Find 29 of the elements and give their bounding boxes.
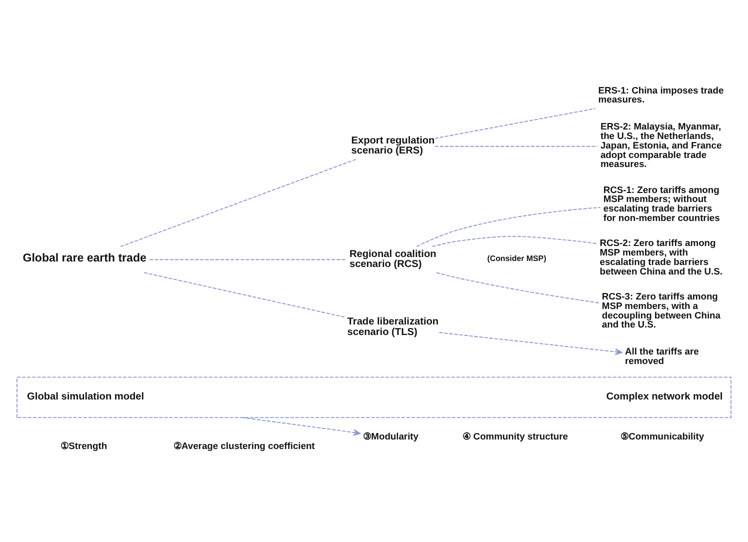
node-text: RCS-3: Zero tariffs among MSP members, with a decoupling between China and the U.S. bbox=[602, 291, 720, 330]
node-text: ERS-1: China imposes trade measures. bbox=[598, 84, 724, 104]
connector bbox=[144, 272, 345, 318]
node-text: RCS-1: Zero tariffs among MSP members; without escalating trade barriers for non-member countries bbox=[603, 184, 720, 222]
node-text: ③Modularity bbox=[363, 430, 419, 441]
node-text: ④ Community structure bbox=[462, 430, 568, 441]
connector bbox=[149, 258, 348, 260]
node-text: Global rare earth trade bbox=[22, 252, 146, 264]
cluster bbox=[16, 376, 732, 418]
node-text: ②Average clustering coefficient bbox=[173, 440, 315, 450]
arrow bbox=[438, 332, 622, 355]
node-text: Export regulation scenario (ERS) bbox=[351, 135, 435, 156]
node-text: Complex network model bbox=[606, 390, 723, 402]
connector bbox=[120, 158, 356, 247]
node-text: Global simulation model bbox=[27, 390, 144, 402]
arrow bbox=[242, 416, 361, 436]
connector bbox=[436, 272, 600, 303]
node-text: ERS-2: Malaysia, Myanmar, the U.S., the Netherlands, Japan, Estonia, and France adopt comparable trade measures. bbox=[600, 121, 722, 169]
connector bbox=[416, 206, 601, 246]
node-text: ⑤Communicability bbox=[620, 430, 704, 441]
connector bbox=[432, 235, 598, 247]
connector bbox=[434, 145, 598, 146]
node-text: All the tariffs are removed bbox=[625, 346, 699, 366]
label: (Consider MSP) bbox=[487, 253, 546, 262]
node-text: RCS-2: Zero tariffs among MSP members, with escalating trade barriers between China and the U.S. bbox=[600, 238, 722, 276]
node-text: Regional coalition scenario (RCS) bbox=[349, 248, 436, 270]
node-text: ①Strength bbox=[60, 440, 108, 450]
node-text: Trade liberalization scenario (TLS) bbox=[347, 316, 439, 338]
connector bbox=[434, 108, 596, 138]
